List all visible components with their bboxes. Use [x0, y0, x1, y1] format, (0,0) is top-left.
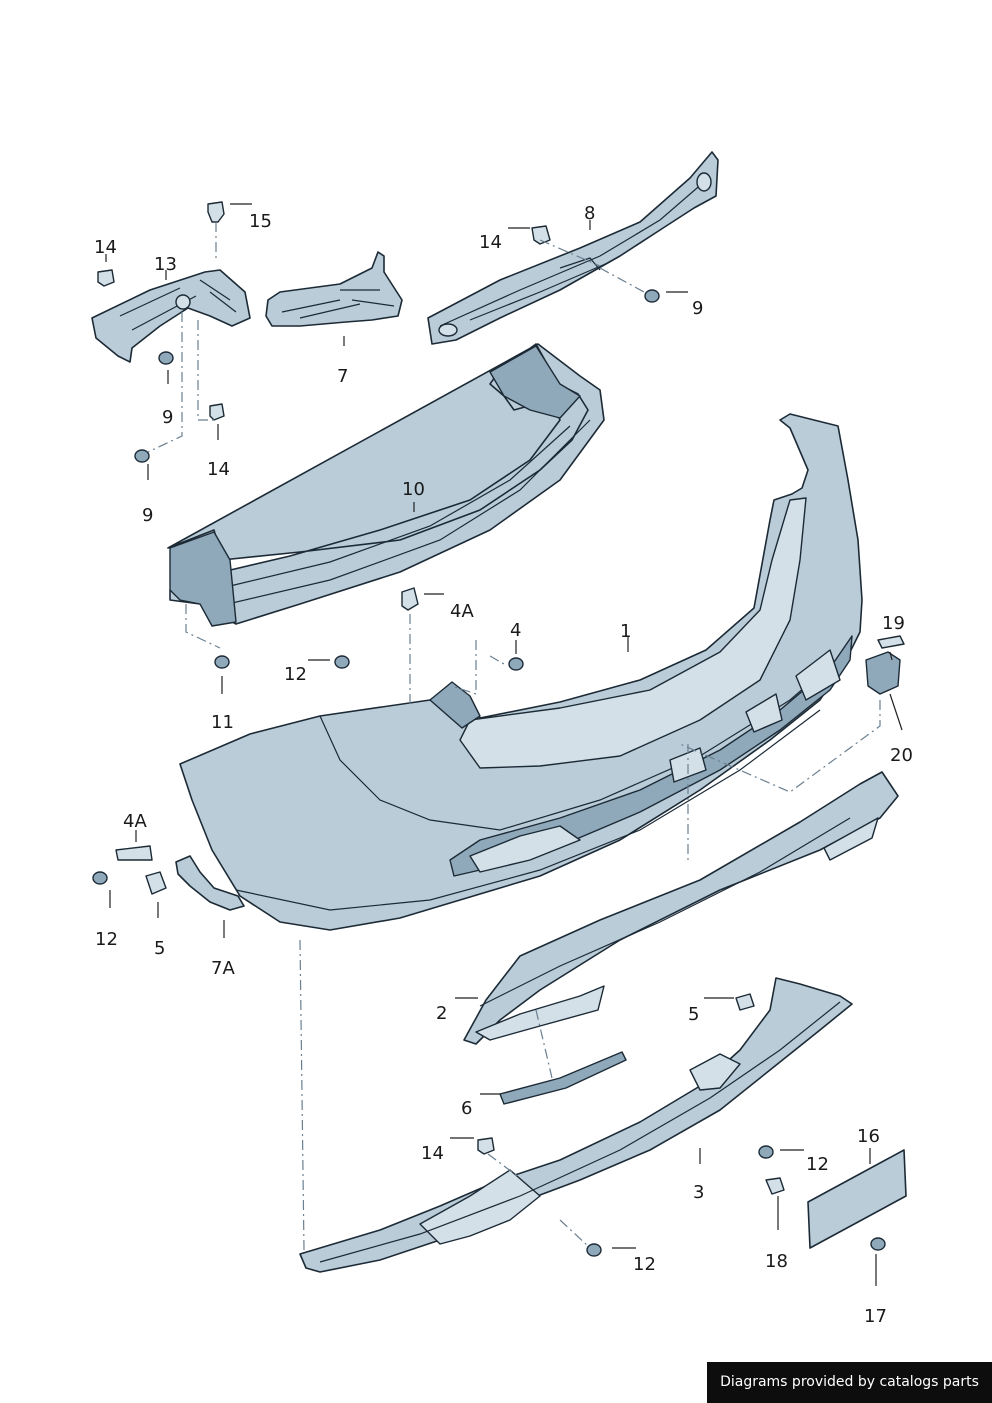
part-16-license-plate — [807, 1149, 907, 1249]
callout-17: 17 — [864, 1306, 887, 1327]
callout-14-bottom: 14 — [421, 1143, 444, 1164]
callout-12-right: 12 — [806, 1154, 829, 1175]
assembly-lines — [147, 222, 881, 1251]
callout-6: 6 — [461, 1098, 472, 1119]
callout-10: 10 — [402, 479, 425, 500]
callout-14-top: 14 — [479, 232, 502, 253]
part-1-bumper-cover — [179, 413, 863, 931]
callout-5-right: 5 — [688, 1004, 699, 1025]
callout-16: 16 — [857, 1126, 880, 1147]
part-6-strip — [499, 1051, 627, 1105]
callout-2: 2 — [436, 1003, 447, 1024]
callout-20: 20 — [890, 745, 913, 766]
callout-9-low: 9 — [142, 505, 153, 526]
callouts: 1 2 3 4 4A 4A 5 5 6 7 7A 8 9 9 9 10 11 1… — [94, 203, 913, 1327]
callout-12-mid: 12 — [284, 664, 307, 685]
callout-1: 1 — [620, 621, 631, 642]
part-7-bracket — [265, 251, 403, 327]
callout-14-low: 14 — [207, 459, 230, 480]
fasteners — [92, 201, 886, 1257]
part-20-sensor-holder — [865, 651, 901, 695]
callout-15: 15 — [249, 211, 272, 232]
callout-4a-top: 4A — [450, 601, 474, 622]
callout-3: 3 — [693, 1182, 704, 1203]
callout-4: 4 — [510, 620, 521, 641]
callout-5-left: 5 — [154, 938, 165, 959]
part-13-left-bracket — [91, 269, 251, 363]
part-10-impact-beam — [167, 343, 605, 627]
callout-9-right: 9 — [692, 298, 703, 319]
callout-8: 8 — [584, 203, 595, 224]
callout-7a: 7A — [211, 958, 235, 979]
leader-lines — [105, 203, 903, 1286]
callout-9-mid: 9 — [162, 407, 173, 428]
callout-14-top-left: 14 — [94, 237, 117, 258]
callout-18: 18 — [765, 1251, 788, 1272]
callout-11: 11 — [211, 712, 234, 733]
callout-19: 19 — [882, 613, 905, 634]
credit-banner: Diagrams provided by catalogs parts — [707, 1362, 992, 1403]
callout-7: 7 — [337, 366, 348, 387]
callout-13: 13 — [154, 254, 177, 275]
part-2-diffuser-trim — [463, 771, 899, 1045]
callout-12-left: 12 — [95, 929, 118, 950]
callout-4a-left: 4A — [123, 811, 147, 832]
part-19-clip — [877, 635, 905, 649]
part-3-undertray — [299, 977, 853, 1273]
part-8-mounting-rail — [427, 151, 719, 345]
part-7a-bracket — [175, 855, 245, 911]
callout-12-bottom: 12 — [633, 1254, 656, 1275]
